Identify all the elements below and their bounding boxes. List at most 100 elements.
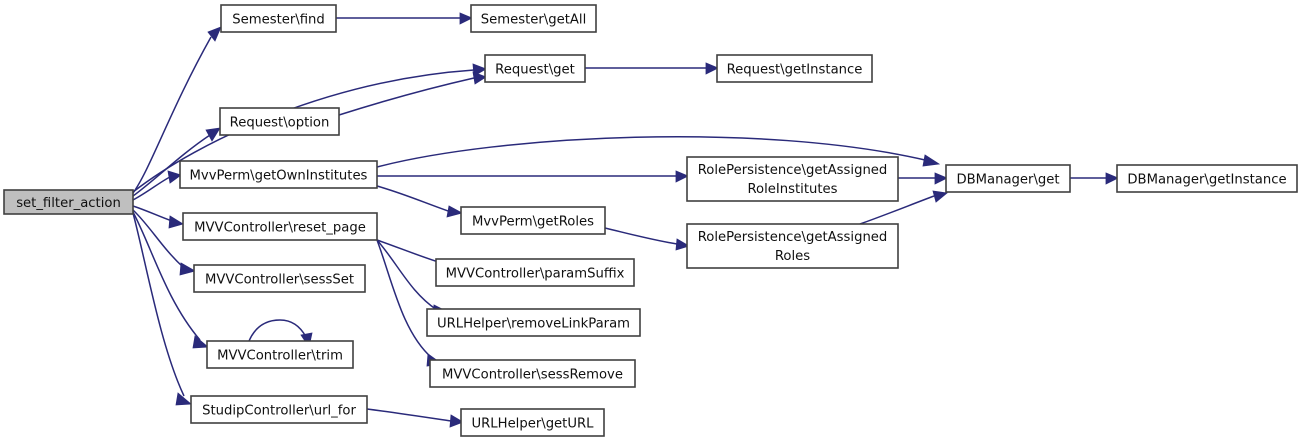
arrowhead-icon — [922, 154, 941, 167]
node-label: StudipController\url_for — [202, 404, 356, 419]
call-edge-set_filter_action-to-trim — [132, 211, 210, 349]
node-sessremove[interactable]: MVVController\sessRemove — [429, 359, 636, 388]
call-edge-mvvperm_getroles-to-rp_getassignedroles — [604, 227, 690, 251]
call-edge-dbmanager_get-to-dbmanager_getinst — [1070, 172, 1119, 185]
node-label: set_filter_action — [16, 196, 121, 211]
call-edge-url_for-to-geturl — [366, 408, 464, 428]
edge-line — [366, 408, 452, 422]
node-box[interactable] — [686, 223, 899, 269]
edge-line — [604, 227, 678, 245]
node-dbmanager_get[interactable]: DBManager\get — [945, 164, 1071, 193]
call-edge-rp_getassignedri-to-dbmanager_get — [898, 172, 948, 185]
node-box[interactable] — [686, 156, 899, 202]
node-box[interactable] — [426, 308, 641, 337]
node-set_filter_action[interactable]: set_filter_action — [3, 189, 134, 215]
node-paramsuffix[interactable]: MVVController\paramSuffix — [435, 258, 635, 287]
node-semester_find[interactable]: Semester\find — [220, 4, 337, 33]
node-box[interactable] — [190, 395, 368, 424]
edge-line — [248, 319, 307, 342]
node-label: MVVController\paramSuffix — [446, 267, 625, 282]
call-edge-getowninstitutes-to-mvvperm_getroles — [376, 185, 464, 218]
call-edge-set_filter_action-to-url_for — [132, 212, 193, 406]
node-semester_getall[interactable]: Semester\getAll — [470, 4, 597, 33]
call-edge-set_filter_action-to-getowninstitutes — [132, 170, 182, 201]
node-box[interactable] — [182, 212, 378, 241]
node-trim[interactable]: MVVController\trim — [206, 340, 354, 369]
node-box[interactable] — [945, 164, 1071, 193]
node-label: DBManager\get — [956, 173, 1059, 188]
arrowhead-icon — [675, 238, 690, 251]
edge-line — [132, 211, 201, 341]
arrowhead-icon — [932, 190, 948, 203]
arrowhead-icon — [446, 205, 464, 218]
call-edge-request_get-to-request_getinstance — [585, 62, 719, 75]
call-edge-set_filter_action-to-sessset — [132, 209, 197, 276]
node-url_for[interactable]: StudipController\url_for — [190, 395, 368, 424]
node-box[interactable] — [460, 408, 605, 437]
call-edge-rp_getassignedroles-to-dbmanager_get — [859, 190, 948, 225]
edge-line — [132, 209, 185, 269]
call-edge-semester_find-to-semester_getall — [336, 12, 473, 25]
node-mvvperm_getroles[interactable]: MvvPerm\getRoles — [460, 206, 606, 235]
node-label: DBManager\getInstance — [1127, 173, 1286, 188]
node-box[interactable] — [220, 4, 337, 33]
edge-line — [338, 77, 475, 116]
arrowhead-icon — [179, 262, 197, 276]
node-request_option[interactable]: Request\option — [219, 107, 340, 136]
edge-line — [132, 212, 185, 397]
node-box[interactable] — [429, 359, 636, 388]
node-box[interactable] — [193, 264, 366, 293]
node-reset_page[interactable]: MVVController\reset_page — [182, 212, 378, 241]
edge-line — [376, 239, 438, 311]
node-getowninstitutes[interactable]: MvvPerm\getOwnInstitutes — [179, 160, 378, 189]
node-box[interactable] — [219, 107, 340, 136]
node-label: URLHelper\getURL — [471, 417, 594, 432]
node-label: MVVController\reset_page — [194, 221, 366, 236]
edge-line — [132, 205, 173, 222]
arrowhead-icon — [1105, 172, 1119, 185]
node-box[interactable] — [1116, 164, 1298, 193]
arrowhead-icon — [705, 62, 719, 75]
node-removelinkparam[interactable]: URLHelper\removeLinkParam — [426, 308, 641, 337]
node-label: Semester\find — [232, 13, 325, 28]
node-box[interactable] — [460, 206, 606, 235]
edge-line — [859, 195, 935, 225]
node-sessset[interactable]: MVVController\sessSet — [193, 264, 366, 293]
call-edge-reset_page-to-sessremove — [376, 239, 444, 367]
edge-line — [132, 36, 212, 194]
arrowhead-icon — [205, 127, 221, 142]
node-label: Request\option — [230, 116, 330, 131]
arrowhead-icon — [459, 12, 473, 25]
edge-line — [132, 134, 211, 197]
node-dbmanager_getinst[interactable]: DBManager\getInstance — [1116, 164, 1298, 193]
arrowhead-icon — [472, 71, 487, 85]
node-label: RolePersistence\getAssigned — [698, 230, 888, 245]
node-request_get[interactable]: Request\get — [484, 54, 586, 83]
node-box[interactable] — [206, 340, 354, 369]
nodes-layer: set_filter_action Semester\find Semester\g… — [3, 4, 1298, 437]
node-box[interactable] — [484, 54, 586, 83]
node-request_getinstance[interactable]: Request\getInstance — [716, 54, 873, 83]
arrowhead-icon — [175, 392, 193, 406]
call-edge-getowninstitutes-to-rp_getassignedri — [377, 170, 689, 183]
node-box[interactable] — [470, 4, 597, 33]
node-box[interactable] — [435, 258, 635, 287]
node-rp_getassignedri[interactable]: RolePersistence\getAssignedRoleInstitute… — [686, 156, 899, 202]
node-box[interactable] — [716, 54, 873, 83]
node-label: Request\get — [495, 63, 575, 78]
arrowhead-icon — [168, 215, 184, 229]
node-label: Semester\getAll — [481, 13, 586, 28]
edge-line — [376, 135, 926, 168]
call-edge-set_filter_action-to-semester_find — [132, 26, 222, 194]
node-label: MVVController\sessSet — [205, 273, 354, 288]
edge-line — [132, 176, 171, 201]
node-box[interactable] — [179, 160, 378, 189]
node-box[interactable] — [3, 189, 134, 215]
node-geturl[interactable]: URLHelper\getURL — [460, 408, 605, 437]
node-label-line2: Roles — [775, 249, 810, 264]
node-label: MvvPerm\getOwnInstitutes — [190, 169, 368, 184]
node-label: Request\getInstance — [727, 63, 863, 78]
